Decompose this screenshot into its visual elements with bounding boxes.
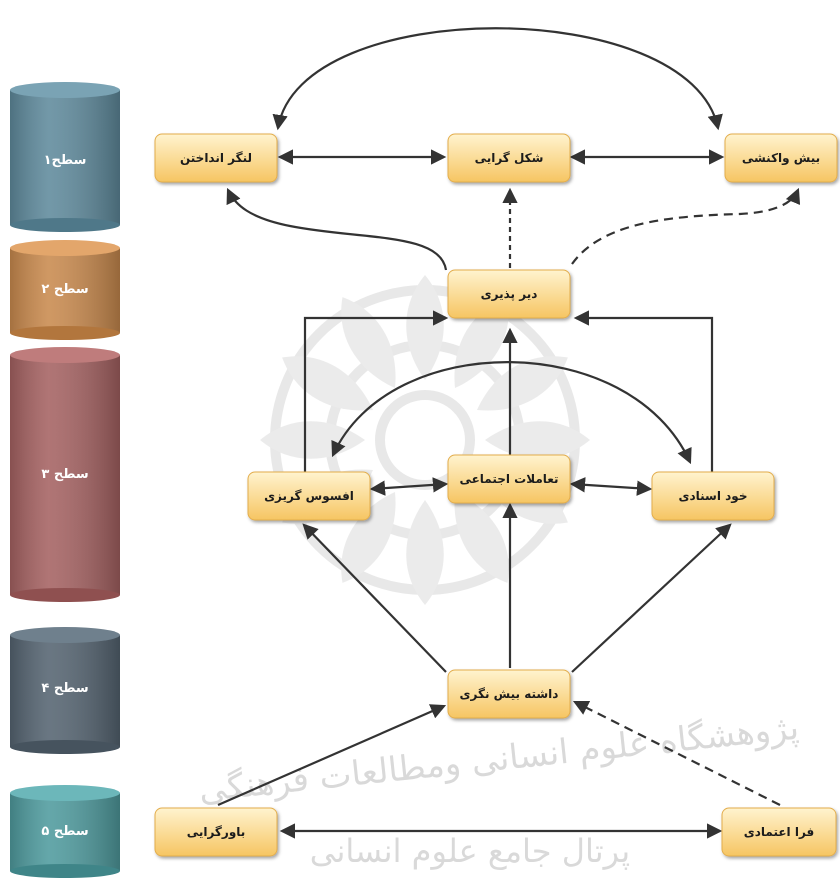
arrow-curve-afsos-khod <box>331 361 692 465</box>
arrow-dashte-afsos <box>302 523 447 673</box>
node-label-shekl: شکل گرایی <box>475 151 544 165</box>
arrow-khod-dir <box>573 310 714 472</box>
node-bavar: باورگرایی <box>154 807 278 857</box>
node-afsos: افسوس گریزی <box>247 471 371 521</box>
node-label-langar: لنگر انداختن <box>180 151 252 165</box>
arrow-dir-pishvakonesh-dashed <box>571 187 801 265</box>
arrow-fara-dashte-dashed <box>572 700 781 806</box>
level-cylinder-5: سطح ۵ <box>10 785 120 878</box>
watermark-emblem <box>260 275 590 605</box>
level-label-4: سطح ۴ <box>41 681 88 696</box>
arrow-bavar-dashte <box>217 704 447 807</box>
arrow-curve-langar-pishvakonesh <box>272 27 723 131</box>
level-cylinder-2: سطح ۲ <box>10 240 120 340</box>
watermark-petal <box>406 275 444 380</box>
connectors <box>217 27 801 839</box>
node-shekl: شکل گرایی <box>447 133 571 183</box>
node-label-dashte: داشته بیش نگری <box>460 687 559 701</box>
node-khod: خود اسنادی <box>651 471 775 521</box>
node-langar: لنگر انداختن <box>154 133 278 183</box>
watermark-petal <box>406 500 444 605</box>
node-label-fara: فرا اعتمادی <box>744 825 815 839</box>
level-cylinder-3: سطح ۳ <box>10 347 120 602</box>
level-label-2: سطح ۲ <box>41 282 88 297</box>
watermark-petal <box>341 297 396 389</box>
watermark-petal <box>341 491 396 583</box>
watermark-line-2: پرتال جامع علوم انسانی <box>310 832 630 870</box>
node-label-dir: دیر پذیری <box>481 287 538 301</box>
node-pishvakonesh: بیش واکنشی <box>724 133 838 183</box>
watermark-petal <box>454 491 509 583</box>
node-label-afsos: افسوس گریزی <box>264 489 354 504</box>
level-label-3: سطح ۳ <box>41 467 88 482</box>
node-fara: فرا اعتمادی <box>721 807 837 857</box>
node-dashte: داشته بیش نگری <box>447 669 571 719</box>
node-label-taamolat: تعاملات اجتماعی <box>459 472 558 486</box>
arrow-dir-langar <box>226 187 448 271</box>
watermark-petal <box>476 356 568 411</box>
level-label-1: سطح۱ <box>44 153 87 168</box>
level-cylinder-1: سطح۱ <box>10 82 120 232</box>
node-taamolat: تعاملات اجتماعی <box>447 454 571 504</box>
node-label-bavar: باورگرایی <box>187 825 246 840</box>
arrow-afsos-taamolat <box>369 477 449 496</box>
level-cylinder-4: سطح ۴ <box>10 627 120 754</box>
node-dir: دیر پذیری <box>447 269 571 319</box>
arrow-dashte-khod <box>571 523 732 673</box>
arrow-afsos-dir <box>303 310 449 472</box>
watermark-line-1: پژوهشگاه علوم انسانی ومطالعات فرهنگی <box>197 708 801 811</box>
node-label-pishvakonesh: بیش واکنشی <box>742 151 820 166</box>
arrow-taamolat-khod <box>569 477 653 496</box>
node-label-khod: خود اسنادی <box>679 489 748 504</box>
level-label-5: سطح ۵ <box>41 824 88 839</box>
